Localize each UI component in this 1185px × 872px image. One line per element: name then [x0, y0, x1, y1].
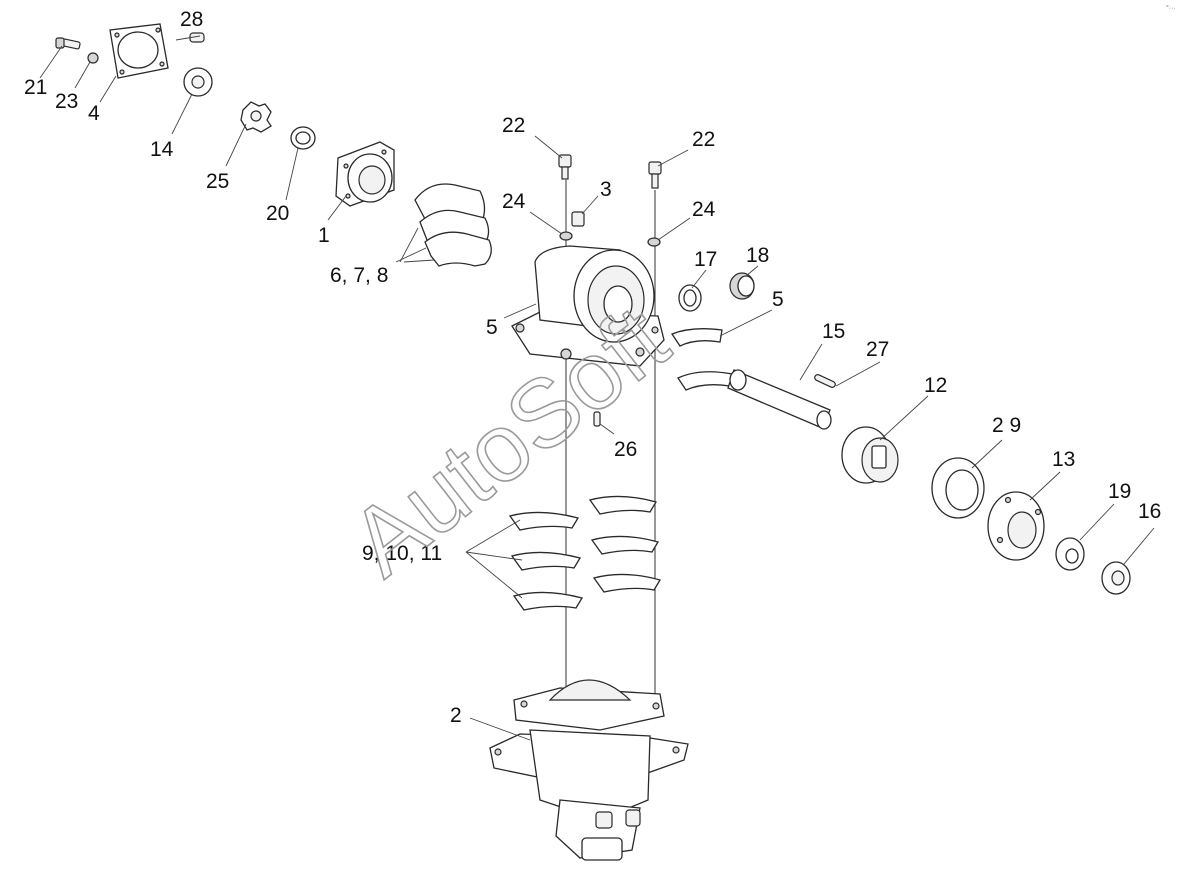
shaft-15 [727, 369, 832, 430]
callout-22-left: 22 [502, 114, 525, 137]
callout-24-right: 24 [692, 198, 716, 221]
callout-1: 1 [318, 224, 330, 247]
callout-25: 25 [206, 170, 229, 193]
callout-12: 12 [924, 374, 947, 397]
bolt-22-right [648, 161, 662, 189]
bearing-housing-1 [335, 141, 395, 207]
corner-mark: °··· [1166, 4, 1176, 12]
callout-29: 2 9 [992, 414, 1021, 437]
callout-14: 14 [150, 138, 174, 161]
callout-5-housing: 5 [486, 316, 498, 339]
callout-28: 28 [180, 8, 203, 31]
housing-5 [511, 245, 665, 367]
callout-26: 26 [614, 438, 637, 461]
flange-13 [987, 491, 1045, 561]
callout-15: 15 [822, 320, 845, 343]
callout-22-right: 22 [692, 128, 715, 151]
callout-5-clip: 5 [772, 288, 784, 311]
callout-24-left: 24 [502, 190, 526, 213]
bearing-29 [931, 457, 985, 519]
callout-4: 4 [88, 102, 100, 125]
shims-6-7-8 [414, 183, 492, 267]
key-27 [814, 374, 836, 388]
leader-lines [39, 35, 1155, 741]
callout-3: 3 [600, 178, 612, 201]
lock-washer-25 [240, 101, 272, 133]
callout-27: 27 [866, 338, 889, 361]
nut-14 [183, 67, 213, 97]
callout-21: 21 [24, 76, 47, 99]
bolt-21 [55, 37, 81, 50]
gear-12 [841, 426, 899, 484]
washer-23 [87, 52, 99, 64]
callout-9-10-11: 9, 10, 11 [362, 542, 442, 565]
callout-16: 16 [1138, 500, 1161, 523]
washer-24-right [647, 237, 661, 247]
callout-2: 2 [450, 704, 462, 727]
callout-20: 20 [266, 202, 289, 225]
pin-26 [593, 411, 601, 427]
callout-6-7-8: 6, 7, 8 [330, 264, 388, 287]
clip-5 [671, 328, 733, 391]
callout-labels: 21 23 4 28 14 25 20 1 6, 7, 8 22 22 24 2… [24, 8, 1161, 727]
shims-9-10-11 [508, 495, 661, 611]
callout-13: 13 [1052, 448, 1075, 471]
plug-3 [571, 211, 585, 227]
callout-19: 19 [1108, 480, 1131, 503]
seal-17 [678, 284, 702, 312]
ring-20 [290, 126, 316, 150]
callout-23: 23 [55, 90, 78, 113]
cap-18 [729, 272, 755, 300]
cover-plate-4 [109, 23, 169, 79]
bolt-22-left [558, 154, 572, 180]
callout-18: 18 [746, 244, 769, 267]
washer-19 [1055, 537, 1085, 571]
washer-24-left [559, 231, 573, 241]
callout-17: 17 [694, 248, 717, 271]
lower-housing-2 [489, 679, 689, 861]
nut-16 [1101, 561, 1131, 595]
